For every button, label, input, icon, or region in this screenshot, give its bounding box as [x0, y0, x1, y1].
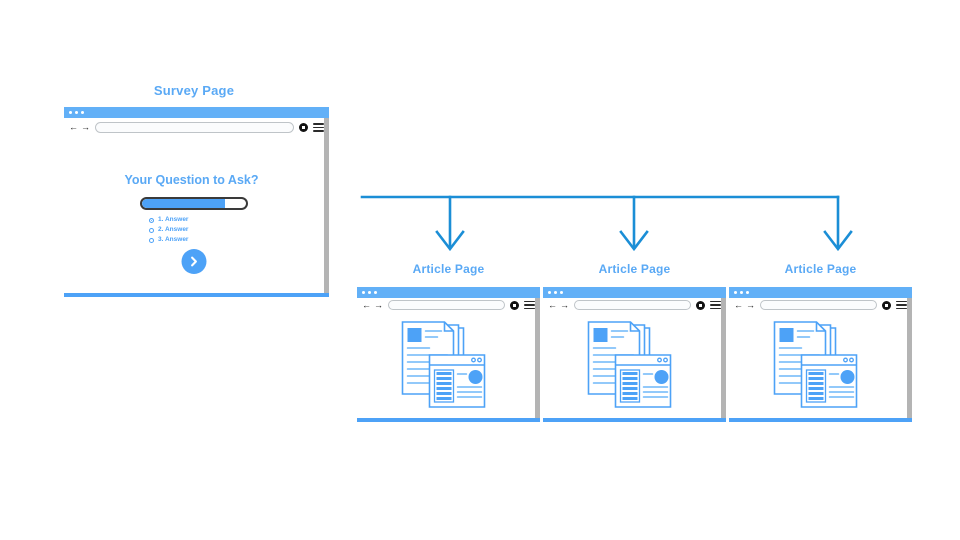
url-input[interactable]	[388, 300, 505, 310]
window-bottom-border	[729, 418, 912, 422]
answer-options-list: 1. Answer 2. Answer 3. Answer	[149, 215, 239, 245]
answer-option-2[interactable]: 2. Answer	[149, 225, 239, 235]
nav-arrows: ← →	[548, 299, 569, 310]
browser-toolbar: ← →	[357, 298, 540, 312]
radio-button-icon[interactable]	[149, 227, 154, 233]
progress-bar-fill	[142, 199, 226, 208]
window-titlebar	[357, 287, 540, 298]
answer-option-3[interactable]: 3. Answer	[149, 235, 239, 245]
forward-arrow-icon[interactable]: →	[81, 122, 90, 132]
window-control-dots	[362, 291, 377, 294]
chevron-right-icon	[191, 256, 197, 267]
down-arrow-icon	[823, 230, 853, 252]
article-document-illustration	[587, 321, 672, 408]
survey-question-text: Your Question to Ask?	[124, 173, 259, 187]
window-titlebar	[543, 287, 726, 298]
forward-arrow-icon[interactable]: →	[374, 299, 383, 310]
url-input[interactable]	[574, 300, 691, 310]
window-control-dots	[734, 291, 749, 294]
article-browser-window-2[interactable]: ← →	[543, 287, 726, 422]
article-content	[729, 312, 907, 418]
back-arrow-icon[interactable]: ←	[734, 299, 743, 310]
down-arrow-icon	[435, 230, 465, 252]
radio-button-icon[interactable]	[149, 237, 154, 243]
article-browser-window-1[interactable]: ← →	[357, 287, 540, 422]
window-bottom-border	[64, 293, 329, 297]
window-control-dots	[548, 291, 563, 294]
answer-label: 1. Answer	[158, 216, 189, 223]
progress-bar	[140, 197, 248, 210]
answer-option-1[interactable]: 1. Answer	[149, 215, 239, 225]
article-content	[543, 312, 721, 418]
url-input[interactable]	[760, 300, 877, 310]
answer-label: 2. Answer	[158, 226, 189, 233]
down-arrow-icon	[619, 230, 649, 252]
nav-arrows: ← →	[734, 299, 755, 310]
article-content	[357, 312, 535, 418]
survey-content: Your Question to Ask? 1. Answer 2. Answe…	[64, 137, 324, 293]
article-page-title-1: Article Page	[412, 262, 485, 276]
forward-arrow-icon[interactable]: →	[746, 299, 755, 310]
browser-toolbar: ← →	[543, 298, 726, 312]
vertical-scrollbar[interactable]	[721, 298, 726, 422]
answer-label: 3. Answer	[158, 236, 189, 243]
hamburger-menu-icon[interactable]	[524, 300, 535, 310]
vertical-scrollbar[interactable]	[907, 298, 912, 422]
window-bottom-border	[357, 418, 540, 422]
vertical-scrollbar[interactable]	[535, 298, 540, 422]
window-titlebar	[729, 287, 912, 298]
nav-arrows: ← →	[69, 123, 90, 132]
hamburger-menu-icon[interactable]	[710, 300, 721, 310]
record-dot-icon[interactable]	[510, 300, 519, 310]
browser-toolbar: ← →	[64, 118, 329, 137]
hamburger-menu-icon[interactable]	[896, 300, 907, 310]
record-dot-icon[interactable]	[696, 300, 705, 310]
vertical-scrollbar[interactable]	[324, 118, 329, 297]
article-page-title-2: Article Page	[598, 262, 671, 276]
hamburger-menu-icon[interactable]	[313, 123, 324, 132]
article-page-title-3: Article Page	[784, 262, 857, 276]
article-document-illustration	[773, 321, 858, 408]
back-arrow-icon[interactable]: ←	[548, 299, 557, 310]
window-titlebar	[64, 107, 329, 118]
window-control-dots	[69, 111, 84, 114]
back-arrow-icon[interactable]: ←	[362, 299, 371, 310]
back-arrow-icon[interactable]: ←	[69, 122, 78, 132]
radio-button-selected-icon[interactable]	[149, 217, 154, 223]
survey-page-title: Survey Page	[153, 83, 235, 98]
article-browser-window-3[interactable]: ← →	[729, 287, 912, 422]
browser-toolbar: ← →	[729, 298, 912, 312]
record-dot-icon[interactable]	[882, 300, 891, 310]
window-bottom-border	[543, 418, 726, 422]
submit-button[interactable]	[181, 249, 207, 274]
url-input[interactable]	[95, 122, 294, 133]
forward-arrow-icon[interactable]: →	[560, 299, 569, 310]
survey-browser-window[interactable]: ← → Your Question to Ask? 1. Answer 2. A	[64, 107, 329, 297]
article-document-illustration	[401, 321, 486, 408]
nav-arrows: ← →	[362, 299, 383, 310]
record-dot-icon[interactable]	[299, 123, 308, 132]
